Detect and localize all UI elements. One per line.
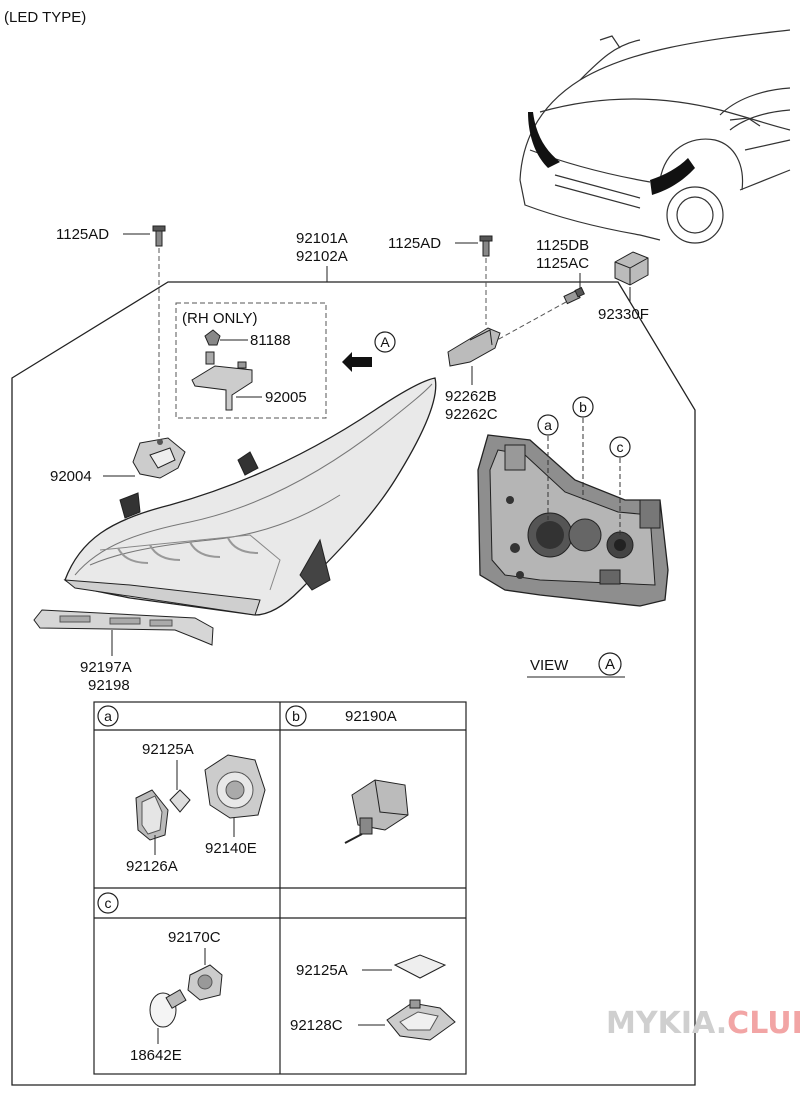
label-92262c: 92262C bbox=[445, 406, 498, 423]
headlamp-highlight-right bbox=[650, 158, 695, 195]
label-92102a: 92102A bbox=[296, 248, 348, 265]
module-92190a-icon bbox=[344, 779, 409, 844]
label-1125db: 1125DB bbox=[536, 237, 589, 254]
callout-b-marker bbox=[572, 396, 594, 418]
label-92197a: 92197A bbox=[80, 659, 132, 676]
vehicle-silhouette bbox=[519, 29, 791, 244]
rear-housing-drawing bbox=[477, 434, 669, 607]
header-title: (LED TYPE) bbox=[4, 9, 86, 26]
cell-d-part-92128c: 92128C bbox=[290, 1017, 343, 1034]
cell-c-part-92170c: 92170C bbox=[168, 929, 221, 946]
cover-92140e-icon bbox=[204, 754, 266, 819]
ring-92126a-icon bbox=[135, 789, 169, 841]
gasket-92125a-d-icon bbox=[393, 954, 447, 979]
label-rh-only: (RH ONLY) bbox=[182, 310, 258, 327]
label-92198: 92198 bbox=[88, 677, 130, 694]
cell-a-marker bbox=[97, 705, 119, 727]
cell-a-part-92126a: 92126A bbox=[126, 858, 178, 875]
cell-a-marker-text: a bbox=[104, 708, 112, 724]
bracket-92262b-icon bbox=[447, 327, 501, 367]
callout-a-marker bbox=[537, 414, 559, 436]
bulb-18642e-icon bbox=[149, 989, 187, 1028]
label-1125ad-right: 1125AD bbox=[388, 235, 441, 252]
gasket-92125a-icon bbox=[169, 789, 191, 813]
callout-c-text: c bbox=[617, 439, 624, 455]
trim-strip-92197a-icon bbox=[33, 609, 214, 646]
cell-b-marker bbox=[285, 705, 307, 727]
view-marker-arrow-text: A bbox=[380, 334, 390, 350]
watermark: MYKIA.CLUB bbox=[606, 1006, 800, 1041]
label-1125ad-left: 1125AD bbox=[56, 226, 109, 243]
bracket-92128c-icon bbox=[386, 999, 456, 1041]
bracket-92004-icon bbox=[132, 437, 186, 479]
callout-b-text: b bbox=[579, 399, 587, 415]
clip-81188-icon bbox=[204, 329, 221, 346]
view-marker-text: A bbox=[605, 656, 615, 673]
view-marker-arrow bbox=[374, 331, 396, 353]
cell-d-part-92125a: 92125A bbox=[296, 962, 348, 979]
headlamp-assembly-drawing bbox=[63, 377, 437, 616]
watermark-suffix: CLUB bbox=[727, 1006, 800, 1041]
headlamp-highlight-left bbox=[528, 112, 560, 168]
bracket-92005-icon bbox=[191, 351, 253, 411]
view-arrow-icon bbox=[342, 352, 372, 372]
label-92004: 92004 bbox=[50, 468, 92, 485]
bolt-1125db-icon bbox=[563, 286, 585, 305]
watermark-prefix: MYKIA. bbox=[606, 1006, 727, 1041]
bracket-92330f-icon bbox=[614, 251, 649, 286]
cell-a-part-92140e: 92140E bbox=[205, 840, 257, 857]
label-92330f: 92330F bbox=[598, 306, 649, 323]
view-label: VIEW bbox=[530, 657, 569, 674]
cell-c-marker-text: c bbox=[105, 895, 112, 911]
callout-a-text: a bbox=[544, 417, 552, 433]
cell-c-marker bbox=[97, 892, 119, 914]
parts-table bbox=[93, 701, 467, 1075]
label-92101a: 92101A bbox=[296, 230, 348, 247]
assembly-outline bbox=[11, 281, 696, 1086]
rh-only-box bbox=[175, 302, 327, 419]
bolt-1125ad-left-icon bbox=[152, 225, 166, 247]
label-92005: 92005 bbox=[265, 389, 307, 406]
label-92262b: 92262B bbox=[445, 388, 497, 405]
bolt-1125ad-right-icon bbox=[479, 235, 493, 257]
view-marker bbox=[598, 652, 622, 676]
cell-c-part-18642e: 18642E bbox=[130, 1047, 182, 1064]
cell-b-marker-text: b bbox=[292, 708, 300, 724]
cell-b-title: 92190A bbox=[345, 708, 397, 725]
callout-c-marker bbox=[609, 436, 631, 458]
label-1125ac: 1125AC bbox=[536, 255, 589, 272]
socket-92170c-icon bbox=[187, 964, 223, 1001]
label-81188: 81188 bbox=[250, 332, 291, 349]
cell-a-part-92125a: 92125A bbox=[142, 741, 194, 758]
